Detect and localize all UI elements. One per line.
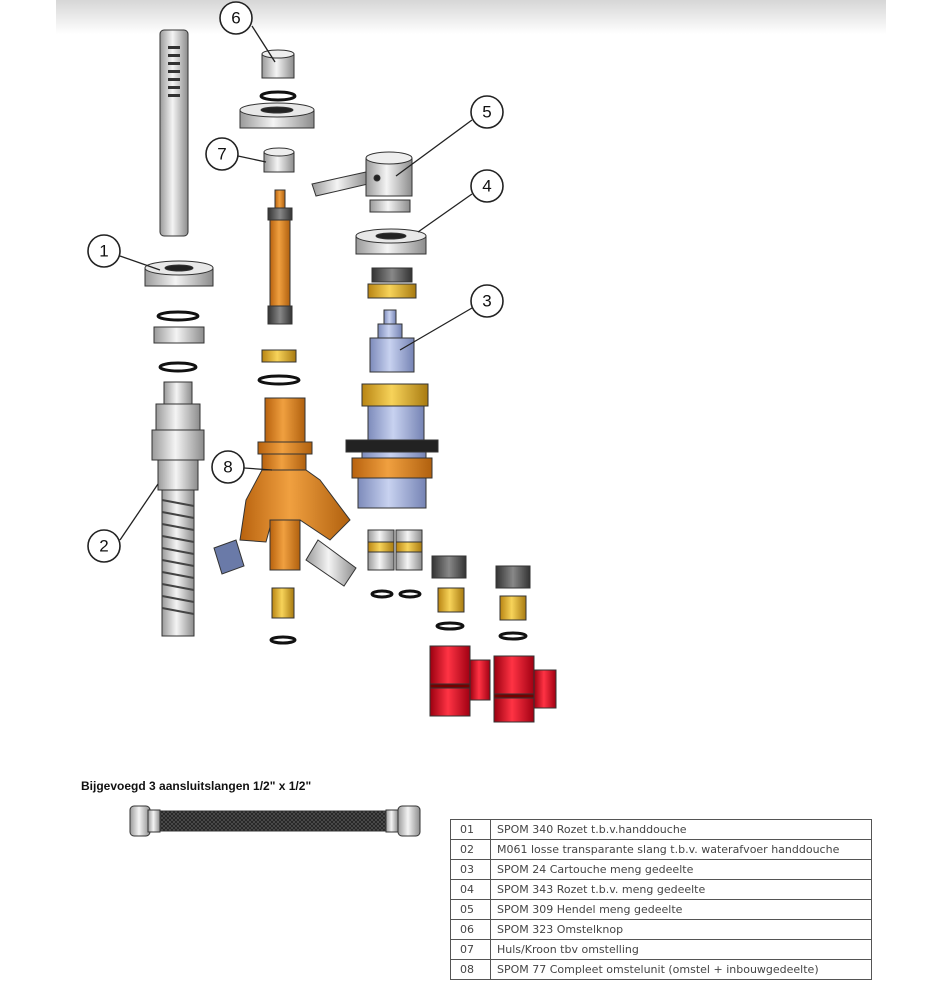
part-7-sleeve <box>263 147 295 173</box>
part-description: SPOM 343 Rozet t.b.v. meng gedeelte <box>490 879 872 900</box>
svg-text:2: 2 <box>99 537 108 556</box>
part-number: 05 <box>450 899 491 920</box>
part-number: 01 <box>450 819 491 840</box>
part-description: SPOM 24 Cartouche meng gedeelte <box>490 859 872 880</box>
svg-text:7: 7 <box>217 145 226 164</box>
part-description: SPOM 340 Rozet t.b.v.handdouche <box>490 819 872 840</box>
callout-leaders <box>119 25 473 541</box>
part-number: 07 <box>450 939 491 960</box>
part-1-rosette <box>144 260 214 373</box>
svg-text:1: 1 <box>99 242 108 261</box>
connector-fittings <box>367 529 531 641</box>
part-description: SPOM 323 Omstelknop <box>490 919 872 940</box>
part-5-lever-handle <box>311 151 413 213</box>
part-number: 03 <box>450 859 491 880</box>
part-3-cartridge <box>345 309 439 509</box>
hand-shower <box>159 29 189 237</box>
part-6-knob <box>239 49 315 129</box>
part-4-rosette <box>355 228 427 299</box>
svg-text:6: 6 <box>231 9 240 28</box>
callout-3: 3 <box>470 284 504 318</box>
callout-2: 2 <box>87 529 121 563</box>
part-number: 06 <box>450 919 491 940</box>
callout-5: 5 <box>470 95 504 129</box>
svg-text:3: 3 <box>482 292 491 311</box>
braided-connection-hose <box>129 805 421 837</box>
callout-6: 6 <box>219 1 253 35</box>
part-description: SPOM 77 Compleet omstelunit (omstel + in… <box>490 959 872 980</box>
part-description: SPOM 309 Hendel meng gedeelte <box>490 899 872 920</box>
part-number: 02 <box>450 839 491 860</box>
callout-4: 4 <box>470 169 504 203</box>
red-ball-valves <box>429 645 557 723</box>
svg-text:4: 4 <box>482 177 491 196</box>
part-number: 08 <box>450 959 491 980</box>
svg-text:8: 8 <box>223 458 232 477</box>
callout-1: 1 <box>87 234 121 268</box>
part-number: 04 <box>450 879 491 900</box>
part-description: M061 losse transparante slang t.b.v. wat… <box>490 839 872 860</box>
svg-text:5: 5 <box>482 103 491 122</box>
included-hoses-caption: Bijgevoegd 3 aansluitslangen 1/2" x 1/2" <box>81 779 312 793</box>
part-2-hose <box>151 381 205 637</box>
callout-7: 7 <box>205 137 239 171</box>
callout-8: 8 <box>211 450 245 484</box>
top-gradient-band <box>56 0 886 34</box>
part-8-diverter-unit <box>213 189 357 645</box>
part-description: Huls/Kroon tbv omstelling <box>490 939 872 960</box>
